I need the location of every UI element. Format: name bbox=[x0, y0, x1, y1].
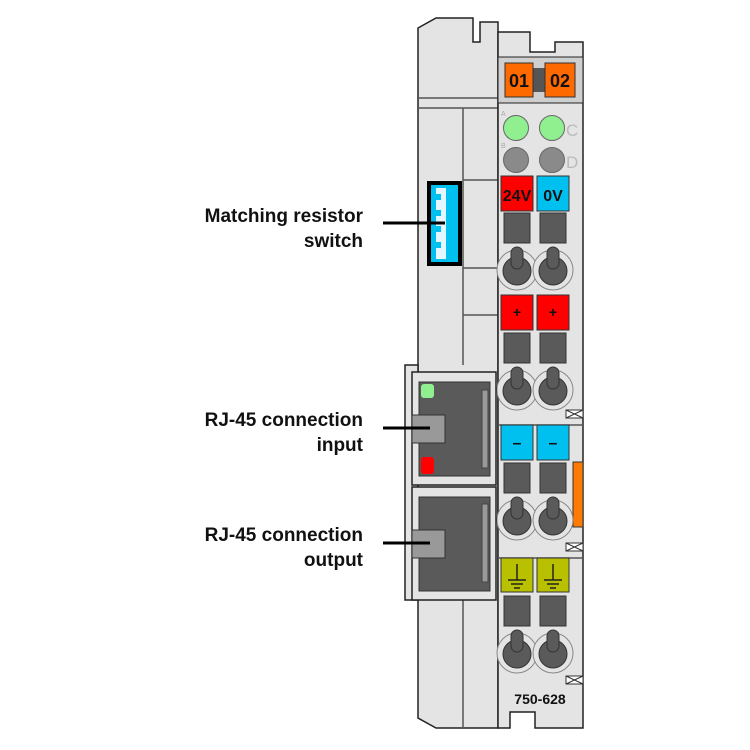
led-a bbox=[503, 115, 529, 141]
channel-label-01 bbox=[504, 62, 534, 98]
orange-release-tab bbox=[572, 461, 584, 528]
notches bbox=[565, 409, 584, 685]
label-separator bbox=[530, 68, 548, 92]
rj45-output-callout-line2: output bbox=[304, 550, 364, 571]
spring-clamp-terminal[interactable] bbox=[496, 462, 538, 541]
led-b bbox=[503, 147, 529, 173]
terminal-0v-label bbox=[536, 175, 570, 212]
terminal-ground-label bbox=[500, 557, 534, 593]
supply-24v-text: 24V bbox=[503, 188, 532, 205]
terminal-minus-label bbox=[536, 424, 570, 461]
switch-callout-line2: switch bbox=[304, 231, 363, 252]
terminal-ground-label bbox=[536, 557, 570, 593]
minus-symbol: – bbox=[549, 435, 558, 452]
spring-clamp-terminal[interactable] bbox=[532, 462, 574, 541]
spring-clamp-terminal[interactable] bbox=[496, 212, 538, 291]
channel-02-text: 02 bbox=[550, 71, 570, 91]
rj45-output-callout-line1: RJ-45 connection bbox=[205, 525, 363, 546]
spring-clamp-terminal[interactable] bbox=[532, 212, 574, 291]
spring-clamp-terminal[interactable] bbox=[496, 595, 538, 674]
led-c bbox=[539, 115, 565, 141]
minus-symbol: – bbox=[513, 435, 522, 452]
rj45-input-callout-line2: input bbox=[317, 435, 364, 456]
led-letter-c: C bbox=[566, 121, 578, 140]
led-letter-d: D bbox=[566, 153, 578, 172]
plus-symbol: + bbox=[549, 304, 557, 320]
led-letter-a: A bbox=[501, 111, 506, 118]
link-led-green bbox=[421, 384, 434, 398]
led-letter-b: B bbox=[501, 143, 506, 150]
terminal-plus-label bbox=[500, 294, 534, 331]
switch-callout-line1: Matching resistor bbox=[205, 206, 364, 227]
plus-symbol: + bbox=[513, 304, 521, 320]
led-d bbox=[539, 147, 565, 173]
terminal-minus-label bbox=[500, 424, 534, 461]
rj45-input-callout-line1: RJ-45 connection bbox=[205, 410, 363, 431]
spring-clamp-terminal[interactable] bbox=[496, 332, 538, 411]
channel-label-02 bbox=[544, 62, 576, 98]
terminal-plus-label bbox=[536, 294, 570, 331]
spring-clamp-terminal[interactable] bbox=[532, 595, 574, 674]
spring-clamp-terminal[interactable] bbox=[532, 332, 574, 411]
error-led-red bbox=[421, 457, 434, 474]
part-number: 750-628 bbox=[514, 691, 566, 707]
channel-01-text: 01 bbox=[509, 71, 529, 91]
terminal-24v-label bbox=[500, 175, 534, 212]
supply-0v-text: 0V bbox=[543, 188, 563, 205]
